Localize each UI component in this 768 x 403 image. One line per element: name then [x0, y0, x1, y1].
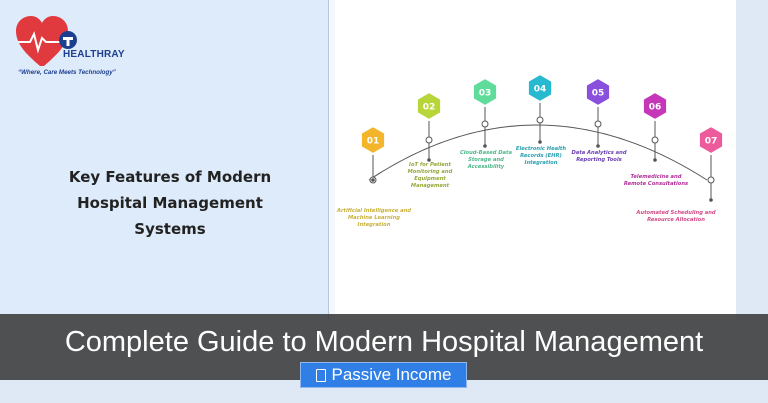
- milestone-layer: 01 02 03 04 05 06 07: [359, 72, 725, 202]
- milestone-hexagon: [471, 76, 499, 108]
- panel-divider: [328, 0, 329, 320]
- milestone-dot: [651, 136, 659, 144]
- heart-logo-icon: [16, 16, 77, 66]
- milestone-hexagon: [641, 90, 669, 122]
- milestone-number: 03: [479, 89, 492, 99]
- article-title[interactable]: Complete Guide to Modern Hospital Manage…: [64, 326, 704, 358]
- bottom-strip: [0, 380, 768, 403]
- milestone-stem-end: [653, 158, 657, 162]
- milestone-hexagon: [697, 124, 725, 156]
- milestone-label: Cloud-Based Data Storage and Accessibili…: [459, 150, 513, 170]
- milestone-dot: [707, 176, 715, 184]
- milestone-number: 02: [423, 103, 436, 113]
- milestone-number: 01: [367, 137, 380, 147]
- milestone-label: Electronic Health Records (EHR) Integrat…: [515, 146, 567, 166]
- milestone-label: Telemedicine and Remote Consultations: [623, 174, 689, 187]
- milestone-dot: [425, 136, 433, 144]
- milestone-label: Artificial Intelligence and Machine Lear…: [336, 208, 412, 228]
- milestone-label: Automated Scheduling and Resource Alloca…: [636, 210, 716, 223]
- timeline-arc: 01 02 03 04 05 06 07: [359, 72, 725, 202]
- milestone-stem-end: [483, 144, 487, 148]
- milestone-dot: [536, 116, 544, 124]
- milestone-label: Data Analytics and Reporting Tools: [571, 150, 627, 163]
- milestone-hexagon: [584, 76, 612, 108]
- milestone-dot: [481, 120, 489, 128]
- milestone-number: 04: [534, 85, 547, 95]
- brand-tagline: “Where, Care Meets Technology”: [18, 69, 116, 76]
- milestone-hexagon: [359, 124, 387, 156]
- milestone-stem-end: [427, 158, 431, 162]
- bookmark-icon: [315, 368, 326, 382]
- milestone-stem-end: [538, 140, 542, 144]
- category-label: Passive Income: [331, 365, 452, 384]
- category-button[interactable]: Passive Income: [300, 362, 467, 388]
- milestone-dot: [594, 120, 602, 128]
- milestone-hexagon: [415, 90, 443, 122]
- healthray-logo[interactable]: HEALTHRAY “Where, Care Meets Technology”: [16, 16, 136, 82]
- milestone-stem-end: [709, 198, 713, 202]
- milestone-number: 06: [649, 103, 662, 113]
- brand-name: HEALTHRAY: [63, 49, 125, 60]
- milestone-hexagon: [526, 72, 554, 104]
- milestone-stem-end: [596, 144, 600, 148]
- milestone-number: 05: [592, 89, 605, 99]
- infographic-heading: Key Features of Modern Hospital Manageme…: [68, 168, 272, 238]
- milestone-number: 07: [705, 137, 718, 147]
- infographic-panel: 01 02 03 04 05 06 07 Artificial Intelligence a…: [329, 0, 737, 320]
- milestone-label: IoT for Patient Monitoring and Equipment…: [407, 162, 453, 189]
- milestone-stem-end: [371, 178, 375, 182]
